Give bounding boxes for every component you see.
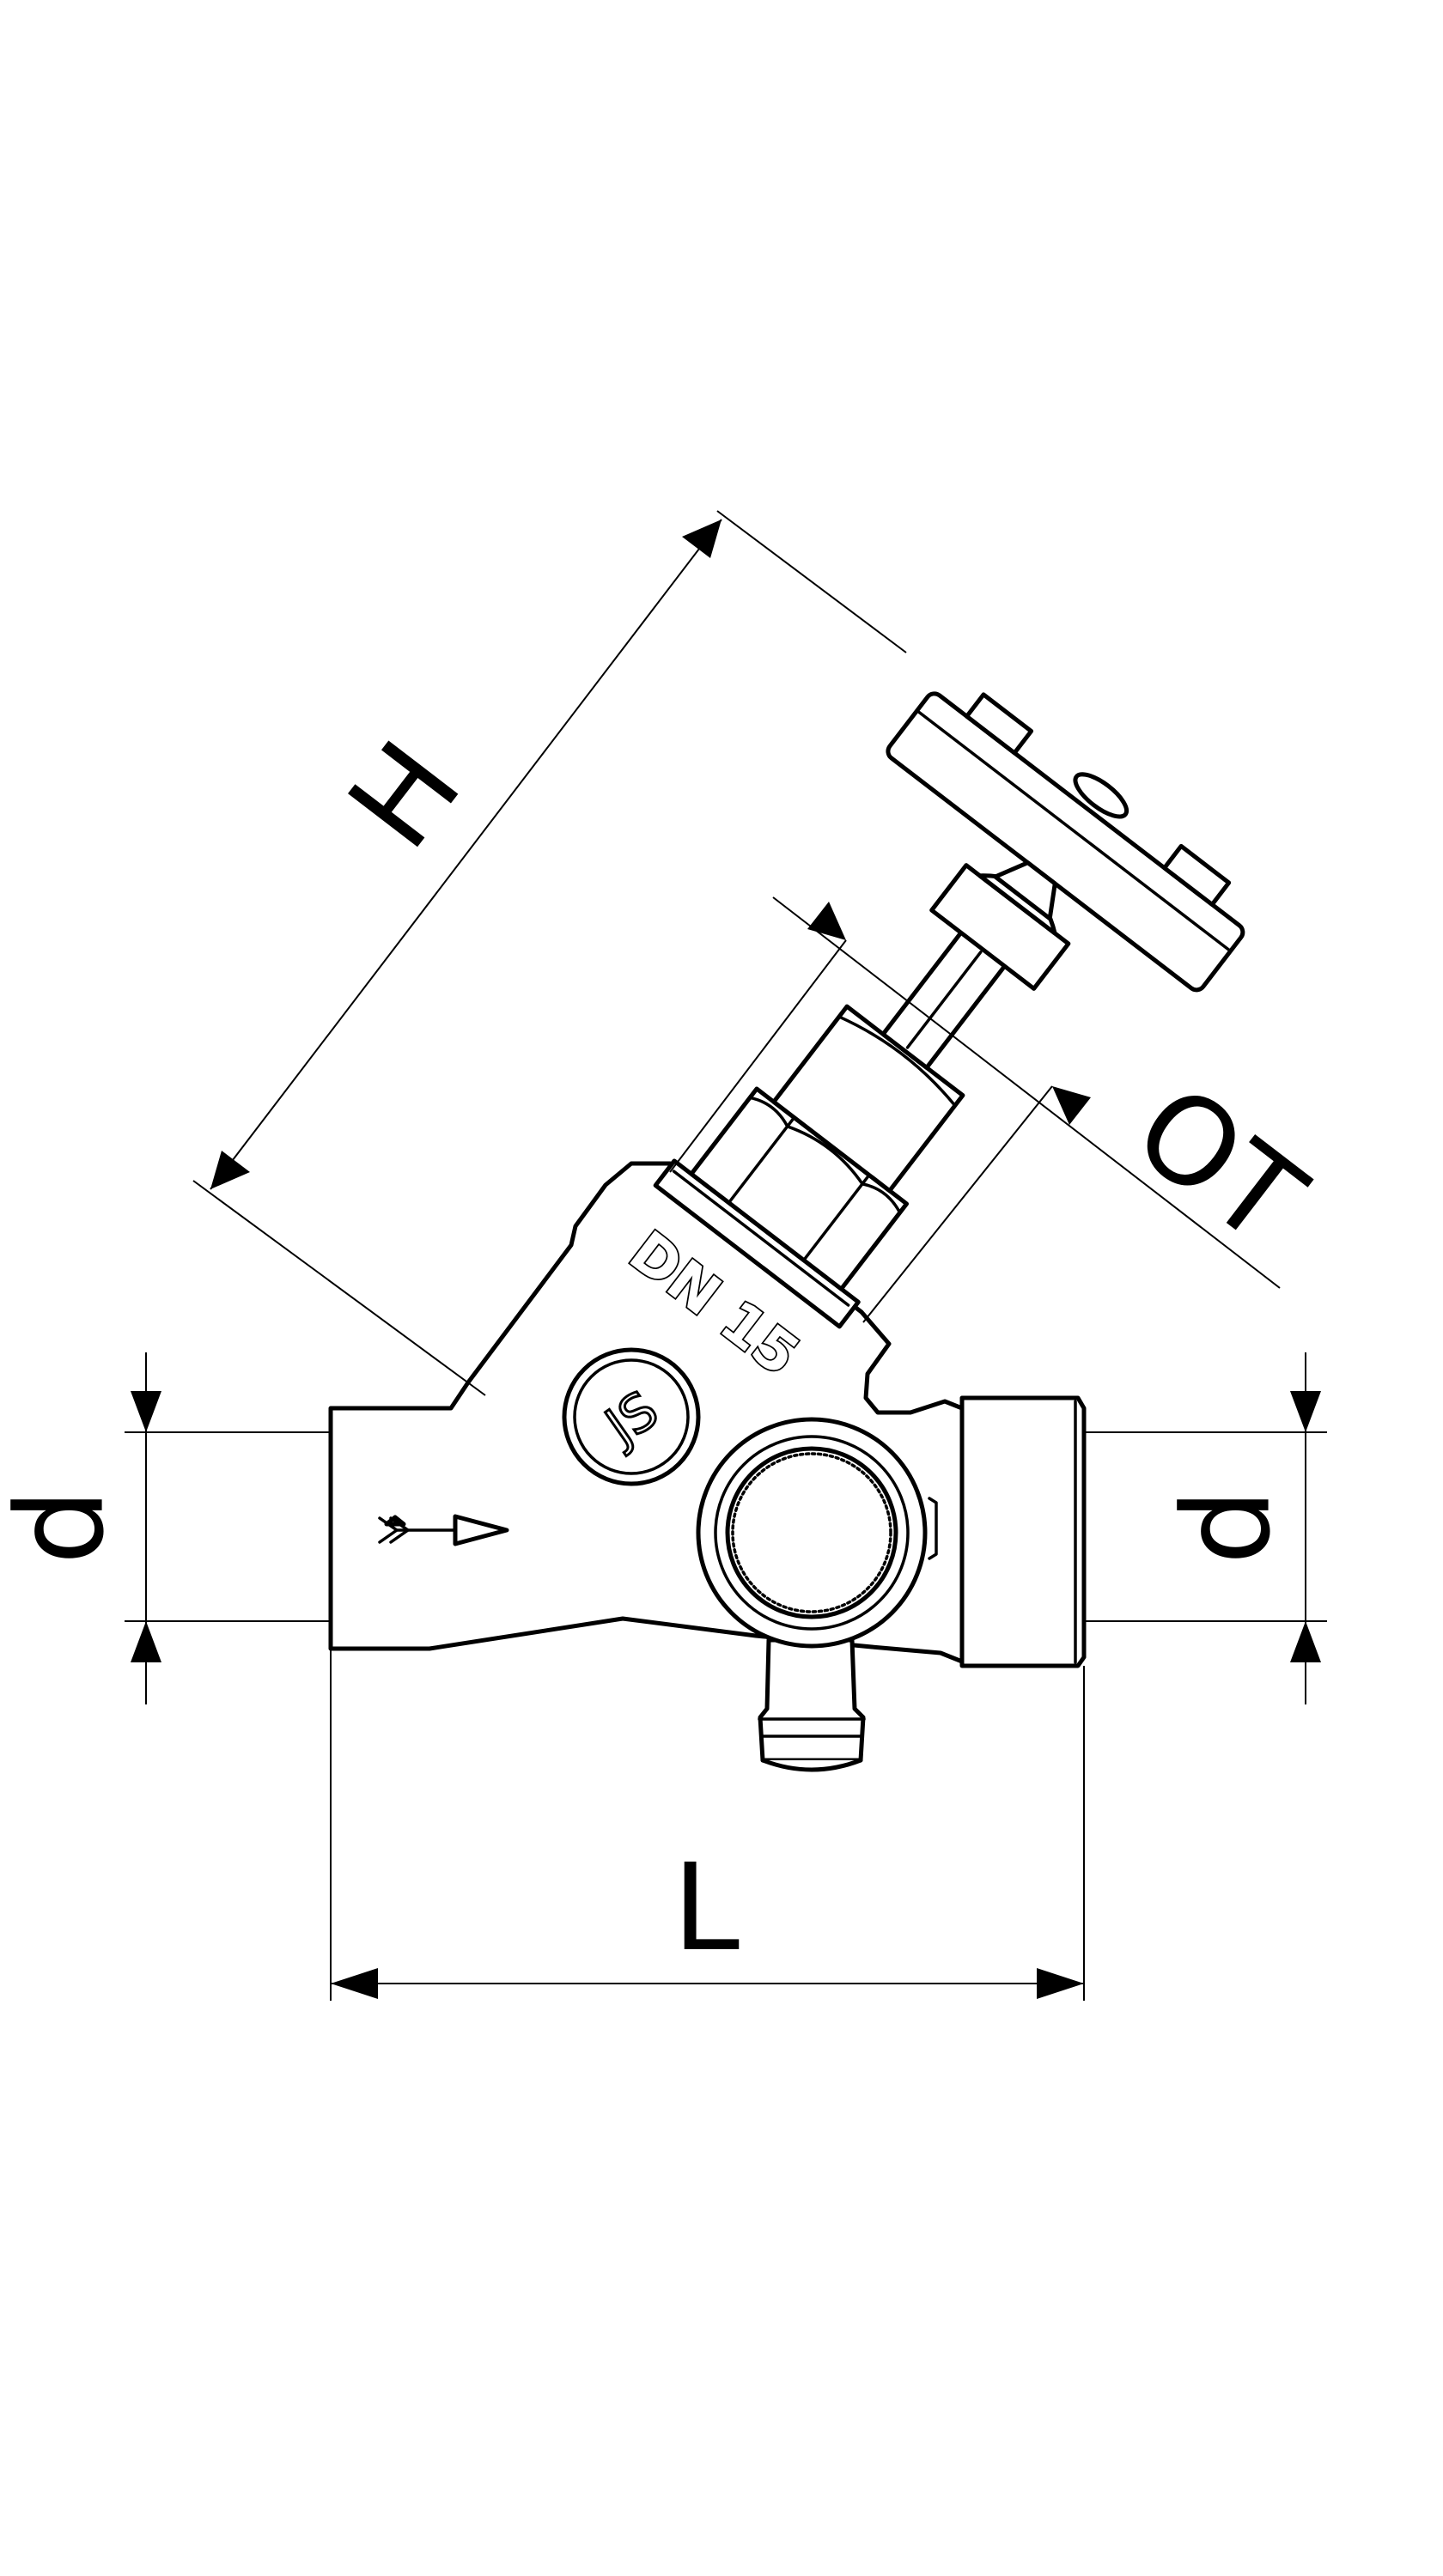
dim-d-left-arrow-top — [131, 1391, 161, 1432]
dim-d-right-arrow-top — [1290, 1391, 1321, 1432]
dim-label-L: L — [673, 1838, 740, 1978]
bonnet-hex-nut — [689, 1086, 910, 1291]
right-socket — [959, 1395, 1087, 1668]
dim-H-arrow-end — [682, 519, 722, 558]
dim-L-arrow-right — [1037, 1968, 1084, 1999]
dimension-L: L — [330, 1649, 1085, 2001]
dim-label-OT: OT — [1109, 1059, 1328, 1273]
bonnet-assembly — [653, 691, 1245, 1329]
valve-body: JS DN 15 — [328, 1161, 1087, 1772]
flow-arrow-icon — [378, 1514, 509, 1546]
side-port — [696, 1417, 938, 1649]
dimension-d-left: d — [0, 1352, 331, 1704]
dim-d-left-arrow-bottom — [131, 1621, 161, 1662]
manufacturer-logo-icon: JS — [562, 1347, 701, 1486]
drain-nipple — [758, 1637, 866, 1772]
dimension-d-right: d — [1084, 1352, 1327, 1704]
dim-L-arrow-left — [331, 1968, 378, 1999]
dim-OT-arrow-left — [807, 902, 846, 940]
dim-d-right-arrow-bottom — [1290, 1621, 1321, 1662]
dim-label-d-left: d — [0, 1489, 131, 1565]
dim-H-arrow-start — [210, 1151, 250, 1189]
dim-OT-arrow-right — [1052, 1086, 1091, 1125]
dim-label-d-right: d — [1158, 1489, 1298, 1565]
dim-label-H: H — [322, 717, 488, 874]
handwheel — [886, 691, 1245, 993]
